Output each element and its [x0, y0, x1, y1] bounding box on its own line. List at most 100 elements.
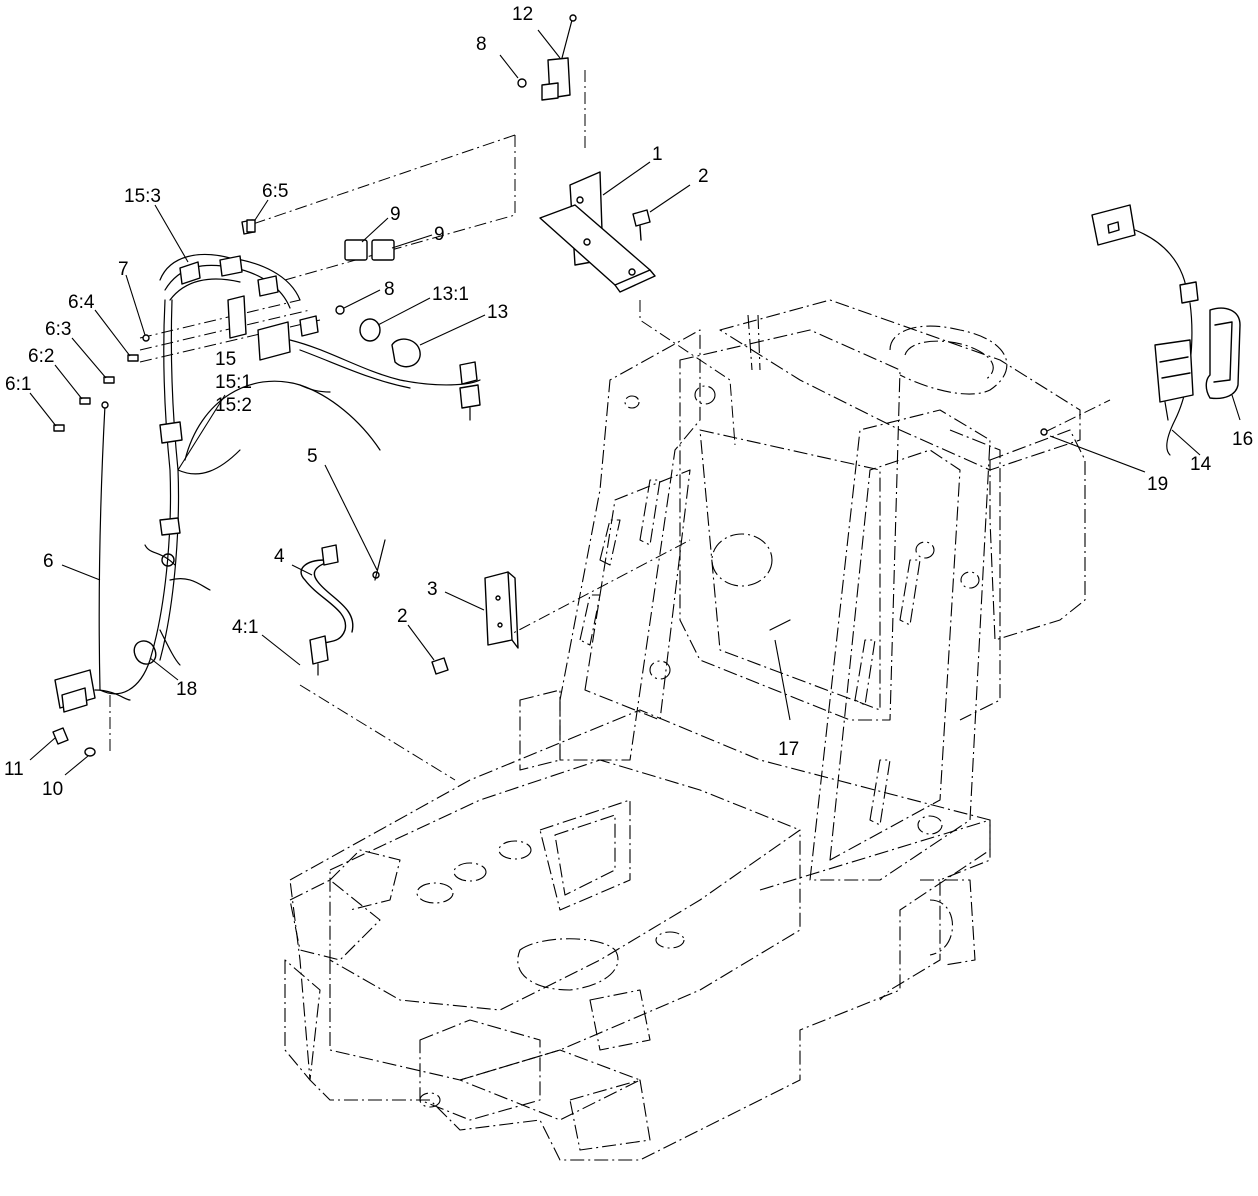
callout-8-top: 8: [476, 34, 487, 55]
leader-4-1: [261, 634, 301, 666]
callout-13: 13: [487, 302, 508, 323]
part-13-1-ring: [359, 318, 381, 342]
part-19-screw: [1040, 428, 1048, 436]
callout-10: 10: [42, 779, 63, 800]
leader-6: [61, 564, 101, 581]
leader-6-3: [71, 337, 107, 379]
frame-tank-plate: [517, 938, 619, 991]
callout-15-2: 15:2: [215, 395, 252, 416]
frame-boss-2: [453, 862, 487, 882]
callout-6-5: 6:5: [262, 181, 288, 202]
part-6-4-terminal: [127, 354, 139, 362]
frame-boss-4: [655, 931, 685, 949]
leader-15-3: [154, 204, 189, 263]
part-5-cable-tie: [374, 539, 386, 581]
callout-labels: 12 8 1 2 15:3 6:5 9 9 7 8 13:1 13 6:4 6:…: [4, 4, 1253, 800]
phantom-line-harness-rays: [139, 299, 321, 363]
frame-boss-6: [915, 541, 935, 559]
machine-frame: [284, 299, 1086, 1161]
leader-1: [602, 161, 651, 196]
leader-16: [1231, 394, 1241, 421]
frame-base: [289, 709, 991, 1161]
callout-17: 17: [778, 739, 799, 760]
frame-back-panel: [679, 329, 901, 721]
leader-13-1: [377, 297, 431, 326]
leader-6-1: [29, 392, 57, 427]
parts: [52, 14, 1241, 757]
leader-17: [774, 639, 791, 721]
part-6-cable-end: [101, 401, 109, 409]
callout-14: 14: [1190, 454, 1212, 475]
callout-16: 16: [1232, 429, 1253, 450]
leader-2a: [649, 184, 691, 213]
leader-6-5: [254, 199, 269, 221]
frame-right-upright-inner: [829, 449, 961, 861]
part-12-sensor: [541, 14, 577, 101]
frame-base-top: [329, 759, 801, 1011]
frame-center-recess-inner: [554, 814, 616, 896]
frame-rear-block: [989, 429, 1086, 641]
leader-2b: [407, 624, 435, 661]
frame-base-floor: [329, 830, 801, 1081]
leader-8a: [499, 54, 519, 79]
frame-front-deck: [459, 1049, 641, 1121]
leader-12: [537, 29, 561, 59]
part-16-cover-inner: [1213, 321, 1233, 383]
leader-lines: [29, 29, 1241, 776]
part-2-bolt-top: [632, 209, 651, 241]
part-1-bracket: [539, 171, 656, 293]
part-10-washer: [84, 747, 96, 757]
callout-15-1: 15:1: [215, 372, 252, 393]
part-6-2-terminal: [79, 397, 91, 405]
part-5-cable-tie-head: [372, 571, 380, 579]
callout-6-2: 6:2: [28, 346, 54, 367]
part-7-screw: [142, 334, 150, 342]
part-9-relay-b: [371, 239, 395, 261]
part-15-harness-cluster: [159, 219, 481, 421]
callout-8-mid: 8: [384, 279, 395, 300]
part-18-loop: [133, 640, 157, 665]
callout-6: 6: [43, 551, 54, 572]
leader-15: [177, 394, 226, 471]
frame-front-left-side: [284, 959, 321, 1081]
callout-7: 7: [118, 259, 129, 280]
callout-9-a: 9: [390, 204, 401, 225]
phantom-line-top-left: [249, 134, 516, 226]
leader-11: [29, 737, 56, 761]
leader-9a: [361, 217, 389, 243]
frame-front-hook: [329, 849, 401, 911]
frame-right-upright: [809, 409, 991, 881]
phantom-line-3: [499, 539, 691, 641]
part-8-screw-top: [517, 78, 527, 88]
frame-right-slot-2: [899, 559, 921, 626]
frame-front-bracket-2: [569, 1079, 651, 1151]
frame-right-hitch-loop: [929, 899, 953, 956]
callout-2-lower: 2: [397, 606, 408, 627]
frame-left-upright: [559, 329, 701, 761]
part-9-relay-a: [344, 239, 368, 261]
part-14-switch-harness: [1091, 204, 1199, 456]
part-13-horn: [391, 338, 421, 368]
leader-5: [324, 464, 378, 571]
part-17-cable-tie: [769, 619, 791, 631]
part-6-5-terminal: [246, 219, 256, 233]
leader-13: [419, 314, 486, 346]
callout-4: 4: [274, 546, 285, 567]
callout-19: 19: [1147, 474, 1168, 495]
callout-4-1: 4:1: [232, 617, 258, 638]
callout-15: 15: [215, 349, 236, 370]
leader-9b: [391, 234, 433, 249]
leader-6-4: [94, 309, 131, 357]
phantom-line-1-to-harness: [284, 135, 516, 281]
phantom-line-1-to-frame: [639, 300, 736, 446]
frame-boss-7: [960, 571, 980, 589]
leader-14: [1171, 429, 1201, 456]
frame-boss-12: [419, 1092, 441, 1108]
callout-13-1: 13:1: [432, 284, 469, 305]
part-6-cable: [98, 404, 106, 691]
leader-7: [125, 274, 146, 336]
frame-rear-side: [949, 429, 1001, 721]
callout-18: 18: [176, 679, 197, 700]
part-8-screw-mid: [335, 305, 345, 315]
